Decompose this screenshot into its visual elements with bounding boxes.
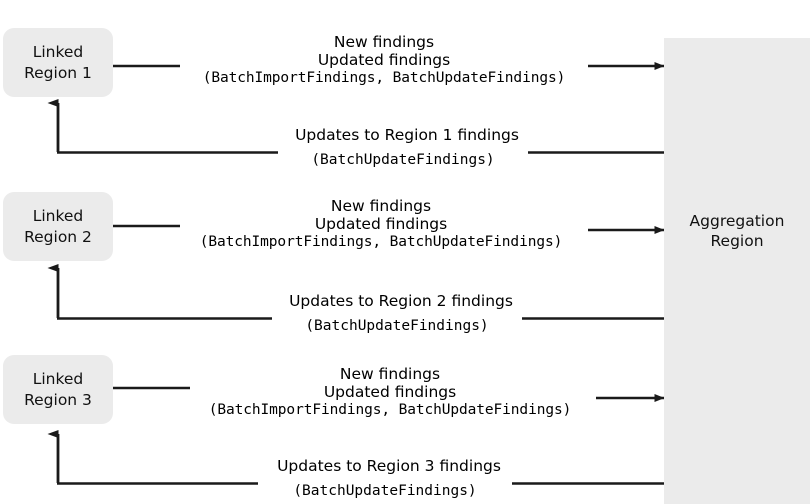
outbound-label-region-2: New findings Updated findings (BatchImpo…	[174, 197, 588, 251]
aggregation-region-box[interactable]: Aggregation Region	[664, 38, 810, 504]
inbound-label-region-2-text: Updates to Region 2 findings	[289, 292, 513, 310]
outbound-label-region-3-line1: New findings	[339, 365, 441, 383]
linked-region-2-label-line2: Region 2	[24, 227, 92, 246]
inbound-api-region-2-text: (BatchUpdateFindings)	[305, 318, 489, 334]
linked-region-2-box[interactable]: Linked Region 2	[3, 192, 113, 261]
inbound-label-region-3-text: Updates to Region 3 findings	[277, 457, 501, 475]
outbound-label-region-1-line2: Updated findings	[317, 51, 451, 70]
inbound-api-region-1-text: (BatchUpdateFindings)	[311, 152, 495, 168]
outbound-label-region-1-line1: New findings	[333, 33, 435, 51]
inbound-label-region-1: Updates to Region 1 findings	[278, 126, 536, 145]
outbound-label-region-3: New findings Updated findings (BatchImpo…	[184, 365, 596, 419]
inbound-api-region-2: (BatchUpdateFindings)	[272, 318, 522, 334]
linked-region-1-box[interactable]: Linked Region 1	[3, 28, 113, 97]
inbound-label-region-3: Updates to Region 3 findings	[258, 457, 520, 476]
inbound-api-region-3: (BatchUpdateFindings)	[258, 483, 512, 499]
outbound-label-region-2-api: (BatchImportFindings, BatchUpdateFinding…	[199, 233, 563, 250]
linked-region-3-label-line2: Region 3	[24, 390, 92, 409]
linked-region-3-box[interactable]: Linked Region 3	[3, 355, 113, 424]
linked-region-3-label-line1: Linked	[32, 370, 84, 389]
outbound-label-region-3-line2: Updated findings	[323, 383, 457, 402]
aggregation-region-label-line1: Aggregation	[689, 212, 785, 230]
outbound-label-region-1-api: (BatchImportFindings, BatchUpdateFinding…	[202, 69, 566, 86]
outbound-label-region-3-api: (BatchImportFindings, BatchUpdateFinding…	[208, 401, 572, 418]
linked-region-1-label-line1: Linked	[32, 43, 84, 62]
inbound-api-region-3-text: (BatchUpdateFindings)	[293, 483, 477, 499]
outbound-label-region-1: New findings Updated findings (BatchImpo…	[180, 33, 588, 87]
outbound-label-region-2-line1: New findings	[330, 197, 432, 215]
linked-region-2-label-line1: Linked	[32, 207, 84, 226]
outbound-label-region-2-line2: Updated findings	[314, 215, 448, 234]
inbound-label-region-2: Updates to Region 2 findings	[272, 292, 530, 311]
linked-region-1-label-line2: Region 1	[24, 63, 92, 82]
inbound-api-region-1: (BatchUpdateFindings)	[278, 152, 528, 168]
inbound-label-region-1-text: Updates to Region 1 findings	[295, 126, 519, 144]
aggregation-region-label-line2: Region	[710, 232, 764, 251]
